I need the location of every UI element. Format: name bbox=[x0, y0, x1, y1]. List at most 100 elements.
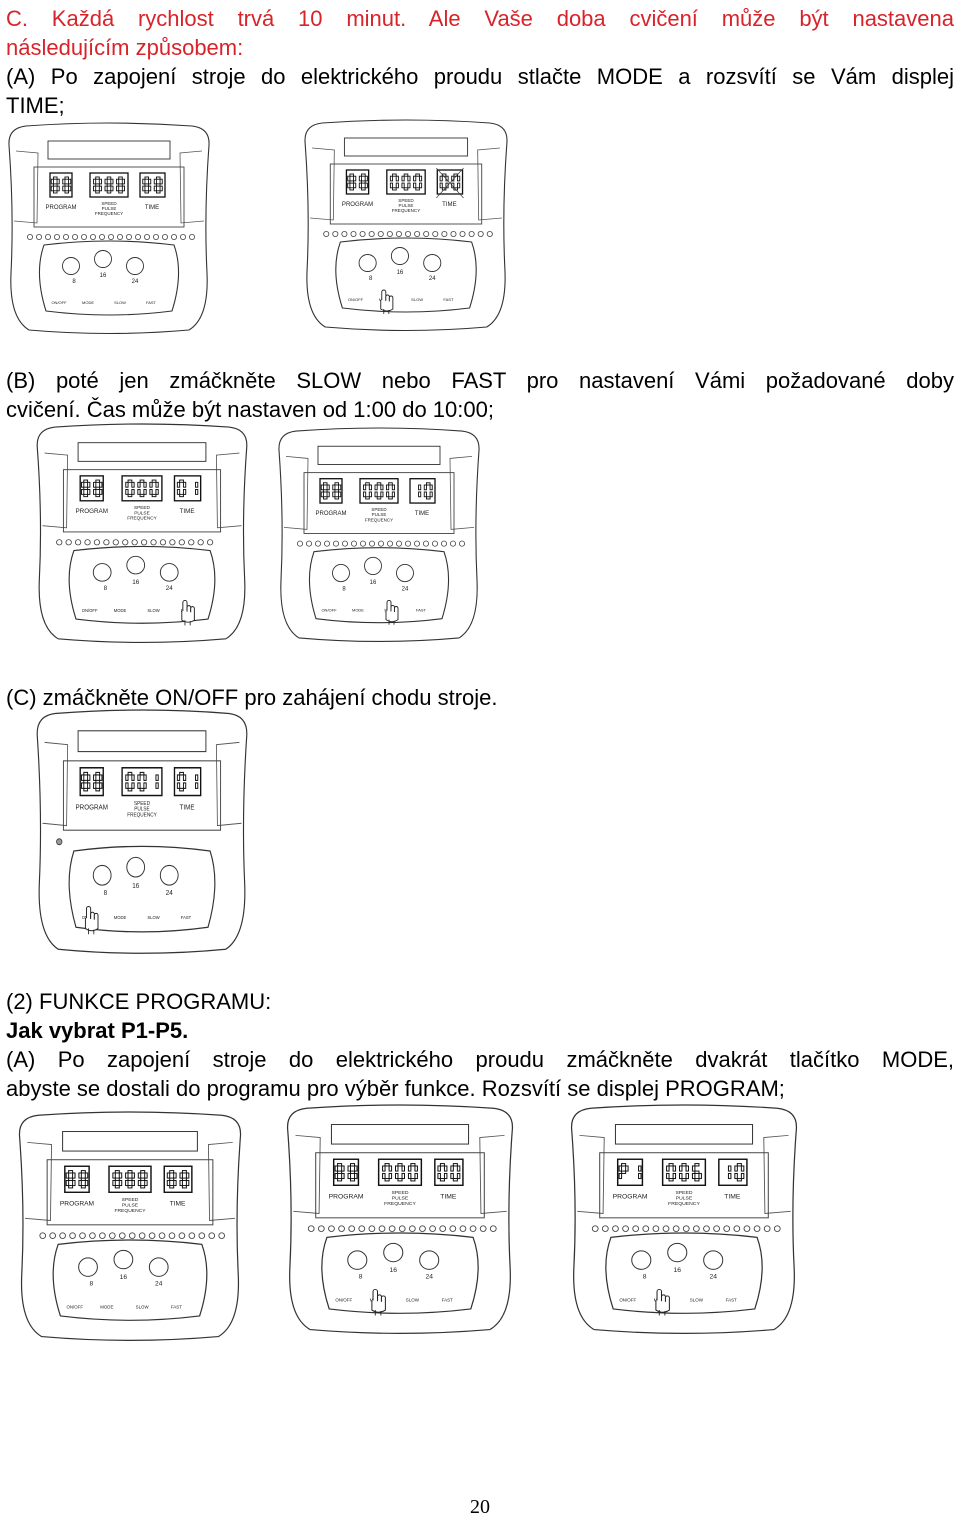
left-handle bbox=[42, 741, 69, 827]
on-off-button[interactable]: ON/OFF bbox=[321, 608, 337, 613]
led-indicator bbox=[148, 1232, 156, 1239]
speed-label: SPEED bbox=[122, 1197, 139, 1203]
led-indicator bbox=[93, 539, 101, 546]
left-handle bbox=[577, 1134, 605, 1214]
slow-button[interactable]: SLOW bbox=[411, 297, 423, 302]
led-indicator bbox=[703, 1225, 710, 1232]
led-indicator bbox=[306, 540, 313, 547]
pulse-label: PULSE bbox=[372, 512, 387, 517]
led-indicator bbox=[49, 1232, 56, 1239]
fast-button[interactable]: FAST bbox=[726, 1297, 738, 1302]
slow-button[interactable]: SLOW bbox=[690, 1297, 704, 1302]
on-off-button[interactable]: ON/OFF bbox=[51, 300, 67, 305]
speed-preset-button[interactable] bbox=[148, 1257, 169, 1277]
fast-button[interactable]: FAST bbox=[146, 300, 157, 305]
preset-8-label: 8 bbox=[643, 1274, 647, 1281]
speed-preset-button[interactable] bbox=[364, 556, 382, 576]
on-off-button[interactable]: ON/OFF bbox=[348, 297, 364, 302]
slow-button[interactable]: SLOW bbox=[147, 608, 159, 613]
pointing-hand-icon bbox=[655, 1288, 670, 1316]
display-frame bbox=[329, 163, 483, 225]
display-frame bbox=[62, 760, 222, 831]
speed-preset-button[interactable] bbox=[383, 1242, 404, 1263]
speed-preset-button[interactable] bbox=[159, 864, 179, 886]
speed-preset-button[interactable] bbox=[419, 1250, 440, 1270]
segment-digit bbox=[81, 479, 91, 498]
led-indicator bbox=[26, 234, 33, 241]
segment-digit bbox=[734, 1163, 745, 1182]
speed-preset-button[interactable] bbox=[78, 1257, 98, 1277]
mode-button[interactable]: MODE bbox=[114, 915, 127, 920]
segment-digit bbox=[401, 173, 411, 191]
fast-button[interactable]: FAST bbox=[181, 915, 192, 920]
led-indicator bbox=[81, 234, 88, 241]
led-indicator bbox=[103, 539, 110, 546]
speed-preset-button[interactable] bbox=[631, 1250, 652, 1270]
speed-preset-button[interactable] bbox=[396, 563, 414, 583]
fast-button[interactable]: FAST bbox=[443, 297, 454, 302]
speed-preset-button[interactable] bbox=[62, 257, 80, 275]
led-indicator bbox=[358, 1225, 366, 1232]
slow-button[interactable]: SLOW bbox=[114, 300, 126, 305]
fast-button[interactable]: FAST bbox=[171, 1304, 182, 1309]
top-window bbox=[77, 730, 207, 753]
on-off-button[interactable]: ON/OFF bbox=[82, 608, 98, 613]
led-indicator bbox=[63, 234, 70, 241]
led-indicator bbox=[169, 539, 176, 546]
mode-button[interactable]: MODE bbox=[100, 1304, 113, 1309]
speed-preset-button[interactable] bbox=[159, 563, 179, 582]
speed-preset-button[interactable] bbox=[126, 856, 146, 878]
speed-preset-button[interactable] bbox=[92, 563, 112, 582]
program-label: PROGRAM bbox=[316, 511, 347, 517]
segment-digit bbox=[666, 1163, 677, 1182]
speed-preset-button[interactable] bbox=[703, 1250, 724, 1270]
slow-button[interactable]: SLOW bbox=[406, 1297, 420, 1302]
speed-preset-button[interactable] bbox=[390, 247, 409, 265]
top-window bbox=[614, 1124, 754, 1145]
frequency-label: FREQUENCY bbox=[127, 515, 157, 520]
program-label: PROGRAM bbox=[75, 508, 107, 515]
speed-preset-button[interactable] bbox=[358, 254, 377, 272]
led-indicator bbox=[198, 1232, 206, 1239]
pulse-label: PULSE bbox=[122, 1202, 139, 1208]
speed-preset-button[interactable] bbox=[126, 257, 144, 275]
slow-button[interactable]: SLOW bbox=[147, 915, 160, 920]
speed-preset-button[interactable] bbox=[347, 1250, 368, 1270]
fast-button[interactable]: FAST bbox=[442, 1297, 454, 1302]
speed-preset-button[interactable] bbox=[332, 563, 350, 583]
speed-preset-button[interactable] bbox=[113, 1249, 134, 1270]
mode-button[interactable]: MODE bbox=[82, 300, 94, 305]
segment-digit bbox=[727, 1165, 732, 1180]
step-a-line-1: (A) Po zapojení stroje do elektrického p… bbox=[6, 64, 954, 89]
led-indicator bbox=[441, 231, 448, 238]
speed-preset-button[interactable] bbox=[126, 555, 146, 575]
speed-preset-button[interactable] bbox=[92, 864, 112, 886]
speed-preset-button[interactable] bbox=[94, 250, 112, 268]
led-indicator bbox=[99, 234, 106, 241]
on-off-button[interactable]: ON/OFF bbox=[335, 1297, 352, 1302]
speed-preset-button[interactable] bbox=[423, 254, 442, 272]
led-indicator bbox=[317, 1225, 325, 1232]
mode-button[interactable]: MODE bbox=[352, 608, 364, 613]
top-window bbox=[77, 442, 207, 462]
segment-digit bbox=[332, 482, 342, 500]
led-indicator bbox=[404, 231, 412, 238]
led-indicator bbox=[468, 231, 475, 238]
led-indicator bbox=[170, 234, 177, 241]
segment-digit bbox=[678, 1163, 690, 1182]
fast-button[interactable]: FAST bbox=[416, 608, 427, 613]
led-indicator bbox=[449, 540, 456, 547]
led-indicator bbox=[359, 231, 366, 238]
on-off-button[interactable]: ON/OFF bbox=[619, 1297, 636, 1302]
step-c-line: (C) zmáčkněte ON/OFF pro zahájení chodu … bbox=[6, 685, 498, 710]
left-handle bbox=[25, 1141, 53, 1221]
led-indicator bbox=[178, 1232, 186, 1239]
led-indicator bbox=[692, 1225, 700, 1232]
led-indicator bbox=[143, 234, 150, 241]
speed-preset-button[interactable] bbox=[667, 1242, 688, 1263]
time-display bbox=[173, 767, 202, 797]
on-off-button[interactable]: ON/OFF bbox=[66, 1304, 83, 1309]
slow-button[interactable]: SLOW bbox=[136, 1304, 150, 1309]
led-indicator bbox=[36, 234, 43, 241]
mode-button[interactable]: MODE bbox=[114, 608, 127, 613]
